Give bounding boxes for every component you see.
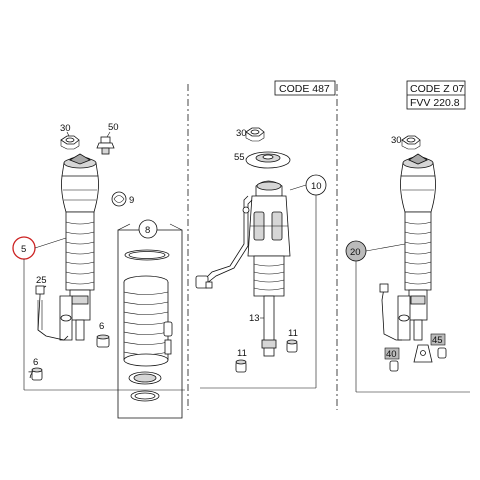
nut-30-left [60, 135, 80, 150]
callout-5: 5 [21, 244, 26, 255]
code-label-middle: CODE 487 [279, 83, 330, 95]
callout-40: 40 [386, 349, 397, 360]
callout-10-marker: 10 [305, 174, 327, 196]
code-box-middle: CODE 487 [274, 80, 336, 96]
air-line-right [379, 283, 402, 341]
callout-8: 8 [145, 225, 150, 236]
callout-5-marker: 5 [12, 236, 36, 260]
callout-20-marker: 20 [345, 240, 367, 262]
strut-right [397, 153, 436, 341]
callout-30-left: 30 [60, 123, 71, 134]
callout-7: 7 [28, 370, 33, 381]
repair-kit-8 [117, 219, 183, 419]
code-label-right-2: FVV 220.8 [410, 97, 460, 109]
callout-30-right: 30 [391, 135, 402, 146]
bushing-6-right [96, 334, 110, 348]
air-line-middle [195, 195, 253, 289]
callout-13: 13 [249, 313, 260, 324]
callout-55: 55 [234, 152, 245, 163]
mount-55 [245, 151, 291, 169]
link-45 [413, 333, 447, 363]
bushing-11-right [286, 339, 298, 353]
callout-50: 50 [108, 122, 119, 133]
bushing-6-left [31, 367, 43, 381]
strut-middle [247, 180, 291, 357]
valve-50 [96, 136, 115, 155]
callout-11-right: 11 [288, 328, 298, 339]
callout-30-middle: 30 [236, 128, 247, 139]
callout-6-lower: 6 [33, 357, 38, 368]
nut-30-middle [245, 127, 265, 142]
callout-11-left: 11 [237, 348, 247, 359]
callout-20: 20 [350, 247, 361, 258]
code-label-right-1: CODE Z 07 [410, 83, 464, 95]
callout-25: 25 [36, 275, 47, 286]
bushing-11-left [235, 359, 247, 373]
nut-30-right [401, 135, 421, 150]
callout-6-upper: 6 [99, 321, 104, 332]
strut-left [59, 153, 99, 341]
callout-45: 45 [432, 335, 443, 346]
callout-9: 9 [129, 195, 134, 206]
bushing-40 [384, 347, 400, 372]
clip-9 [111, 191, 127, 207]
cable-25 [35, 285, 69, 341]
callout-10: 10 [311, 181, 322, 192]
code-box-right: CODE Z 07 FVV 220.8 [406, 80, 466, 110]
